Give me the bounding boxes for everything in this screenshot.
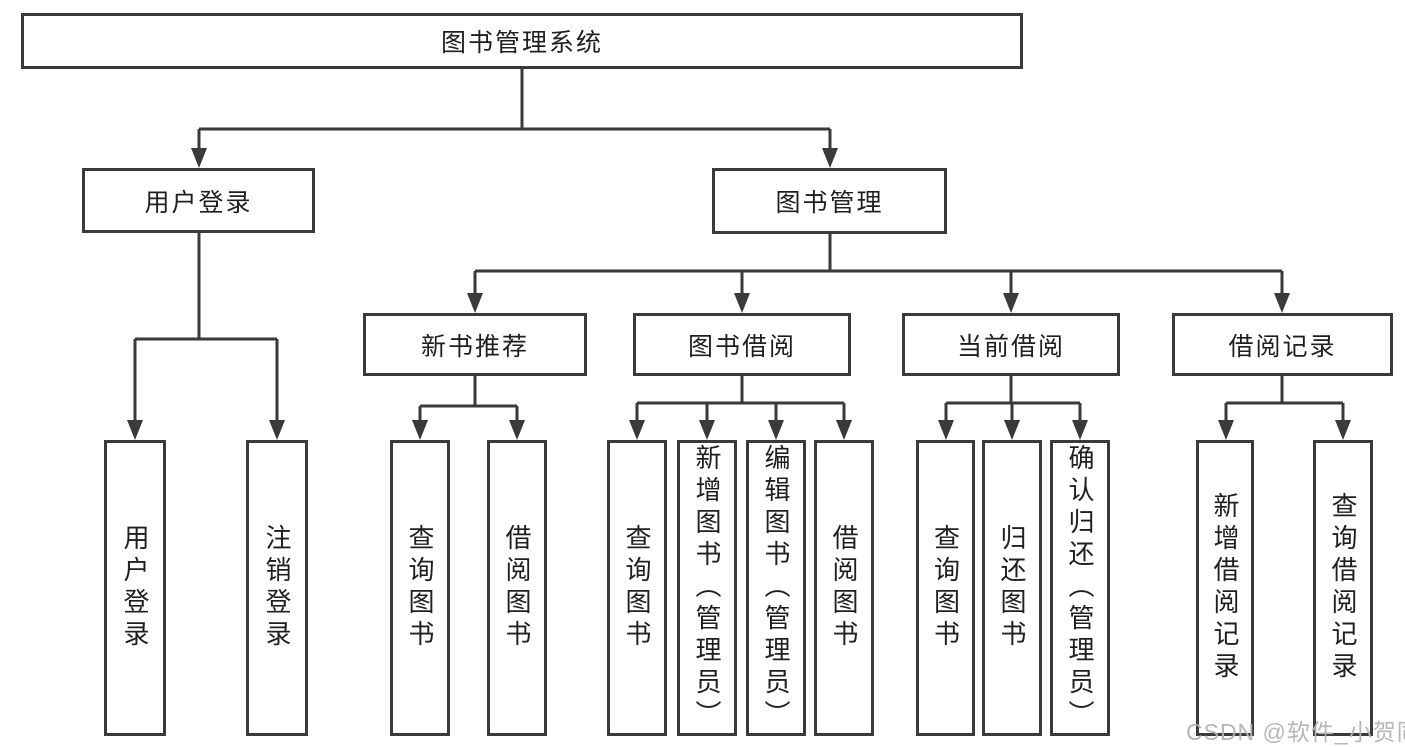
node-label: 借阅图书: [502, 524, 532, 652]
node-book-borrow: 图书借阅: [633, 313, 851, 376]
node-label: 查询图书: [405, 524, 435, 652]
connector-user-login: [127, 233, 285, 440]
arrow-down-icon: [822, 148, 838, 168]
leaf-confirm-return-admin: 确认归还（管理员）: [1050, 440, 1110, 736]
arrow-down-icon: [1218, 420, 1234, 440]
node-label: 图书管理系统: [440, 29, 603, 57]
arrow-down-icon: [734, 293, 750, 313]
connector-book-borrow: [629, 376, 852, 440]
arrow-down-icon: [191, 148, 207, 168]
node-label: 注销登录: [262, 524, 292, 652]
leaf-query-books: 查询图书: [607, 440, 667, 736]
arrow-down-icon: [509, 420, 525, 440]
node-borrow-records: 借阅记录: [1172, 313, 1393, 376]
connector-current-borrow: [938, 376, 1088, 440]
arrow-down-icon: [938, 420, 954, 440]
leaf-query-borrow-record: 查询借阅记录: [1313, 440, 1373, 736]
leaf-add-books-admin: 新增图书（管理员）: [677, 440, 737, 736]
csdn-watermark: CSDN @软件_小贺同学: [1186, 719, 1405, 745]
arrow-down-icon: [467, 293, 483, 313]
arrow-down-icon: [1004, 420, 1020, 440]
arrow-down-icon: [768, 420, 784, 440]
leaf-query-books-recommend: 查询图书: [390, 440, 450, 736]
node-user-login: 用户登录: [82, 168, 315, 233]
arrow-down-icon: [1335, 420, 1351, 440]
node-label: 新增借阅记录: [1210, 492, 1240, 684]
connector-book-management: [467, 234, 1290, 313]
node-label: 编辑图书（管理员）: [761, 444, 791, 732]
arrow-down-icon: [1274, 293, 1290, 313]
node-label: 借阅图书: [829, 524, 859, 652]
node-label: 查询图书: [622, 524, 652, 652]
arrow-down-icon: [412, 420, 428, 440]
arrow-down-icon: [1003, 293, 1019, 313]
node-label: 新书推荐: [420, 332, 529, 361]
node-current-borrow: 当前借阅: [902, 313, 1120, 376]
node-label: 查询图书: [930, 524, 961, 652]
arrow-down-icon: [127, 420, 143, 440]
leaf-return-books: 归还图书: [982, 440, 1042, 736]
leaf-edit-books-admin: 编辑图书（管理员）: [746, 440, 806, 736]
connector-new-book-recommend: [412, 376, 525, 440]
node-label: 查询借阅记录: [1328, 492, 1358, 684]
node-label: 借阅记录: [1228, 332, 1337, 361]
node-label: 图书管理: [775, 189, 884, 217]
arrow-down-icon: [699, 420, 715, 440]
arrow-down-icon: [1072, 420, 1088, 440]
node-book-management: 图书管理: [712, 168, 947, 234]
node-label: 用户登录: [120, 524, 150, 652]
node-label: 用户登录: [144, 188, 253, 217]
node-label: 图书借阅: [687, 332, 796, 361]
node-label: 当前借阅: [956, 332, 1065, 361]
arrow-down-icon: [269, 420, 285, 440]
node-label: 归还图书: [997, 524, 1027, 652]
leaf-logout: 注销登录: [246, 440, 308, 736]
connector-root: [191, 69, 838, 168]
arrow-down-icon: [836, 420, 852, 440]
arrow-down-icon: [629, 420, 645, 440]
leaf-user-login: 用户登录: [104, 440, 166, 736]
node-label: 新增图书（管理员）: [692, 444, 722, 732]
node-label: 确认归还（管理员）: [1065, 444, 1095, 732]
leaf-add-borrow-record: 新增借阅记录: [1196, 440, 1254, 736]
leaf-borrow-books-recommend: 借阅图书: [487, 440, 547, 736]
connector-borrow-records: [1218, 376, 1351, 440]
leaf-query-books-current: 查询图书: [916, 440, 975, 736]
node-new-book-recommend: 新书推荐: [363, 313, 587, 376]
leaf-borrow-books: 借阅图书: [814, 440, 874, 736]
node-root-library-system: 图书管理系统: [21, 13, 1023, 69]
